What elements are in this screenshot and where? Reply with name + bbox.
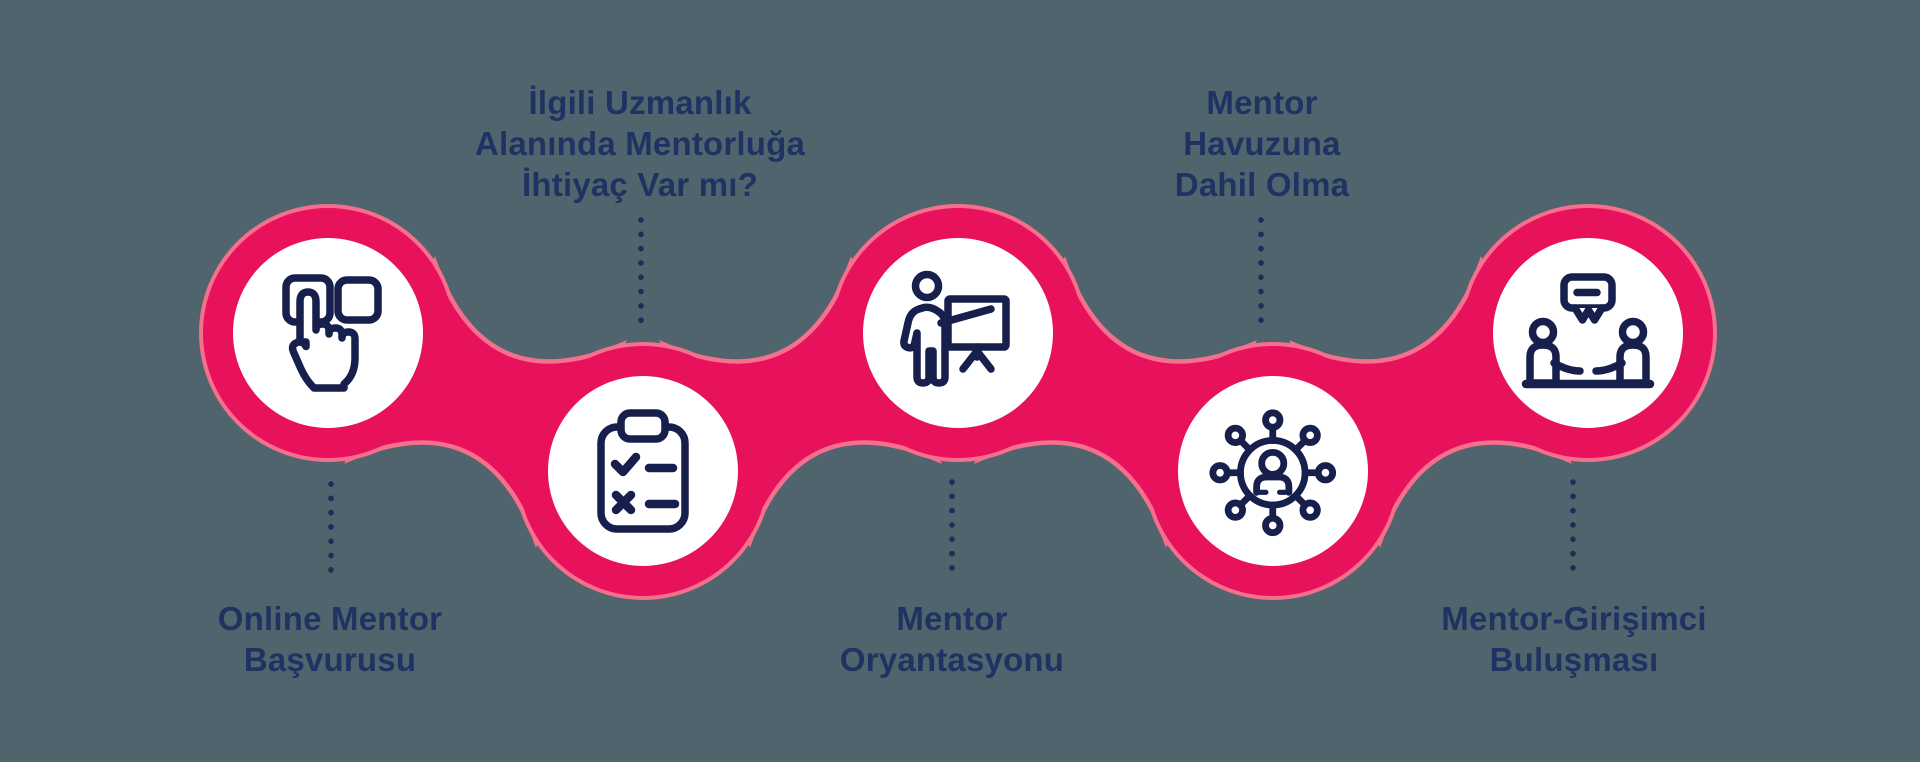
- step-label-4-line: Dahil Olma: [1174, 166, 1350, 203]
- step-label-3: Mentor Oryantasyonu: [840, 598, 1064, 680]
- step-label-1: Online Mentor Başvurusu: [218, 598, 442, 680]
- mentor-network-icon: [1209, 409, 1337, 537]
- step-label-2-line: İlgili Uzmanlık: [528, 84, 752, 121]
- step-label-2-line: İhtiyaç Var mı?: [522, 166, 758, 203]
- step-label-5-line: Buluşması: [1489, 641, 1659, 678]
- step-label-4: Mentor Havuzuna Dahil Olma: [1175, 82, 1349, 205]
- step-label-4-line: Mentor: [1206, 84, 1318, 121]
- dotted-connectors: [328, 217, 1576, 587]
- step-label-2: İlgili Uzmanlık Alanında Mentorluğa İhti…: [475, 82, 805, 205]
- step-label-1-line: Online Mentor: [217, 600, 443, 637]
- step-label-2-line: Alanında Mentorluğa: [474, 125, 806, 162]
- presenter-icon: [900, 270, 1010, 387]
- step-label-1-line: Başvurusu: [243, 641, 417, 678]
- meeting-icon: [1521, 273, 1655, 389]
- step-label-3-line: Mentor: [896, 600, 1008, 637]
- step-label-3-line: Oryantasyonu: [839, 641, 1065, 678]
- step-label-4-line: Havuzuna: [1183, 125, 1341, 162]
- step-label-5-line: Mentor-Girişimci: [1441, 600, 1707, 637]
- checklist-clipboard-icon: [597, 409, 689, 533]
- step-label-5: Mentor-Girişimci Buluşması: [1441, 598, 1706, 680]
- press-button-icon: [282, 274, 382, 392]
